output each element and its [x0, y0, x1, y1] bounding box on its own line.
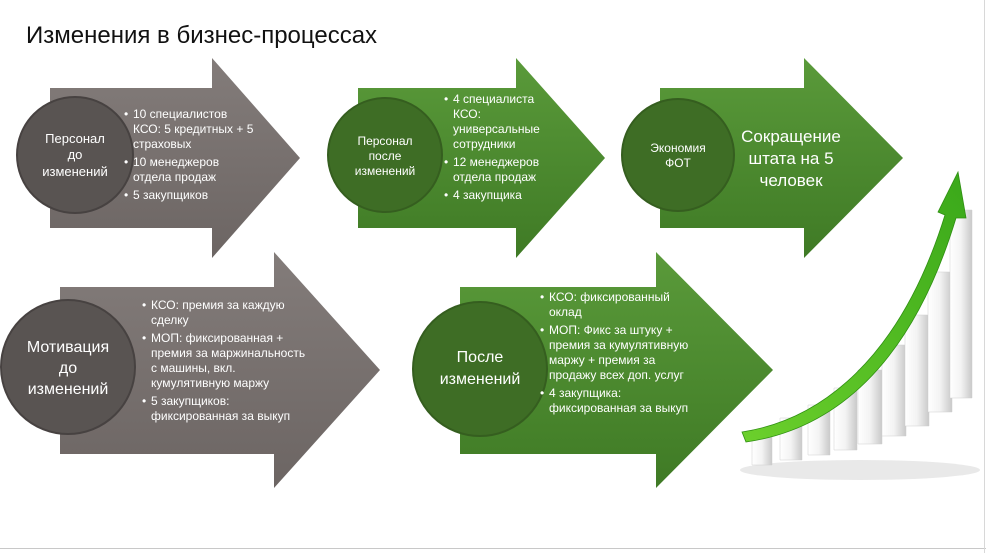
list-item-text: МОП: фиксированная + премия за маржиналь…: [151, 331, 306, 390]
list-item: 5 закупщиков: [124, 188, 256, 203]
slide-bottom-border: [0, 548, 986, 549]
slide-right-border: [984, 0, 985, 553]
circle-personnel-after: [327, 97, 443, 213]
list-item: 4 закупщика: фиксированная за выкуп: [540, 386, 690, 416]
list-item: 10 менеджеров отдела продаж: [124, 155, 256, 185]
list-item: 4 закупщика: [444, 188, 548, 203]
motivation-before-text: Мотивация до изменений: [26, 339, 110, 398]
staff-reduction-text: Сокращение штата на 5 человек: [741, 127, 841, 190]
circle-motivation-before: [0, 299, 136, 435]
motivation-after-list: КСО: фиксированный оклад МОП: Фикс за шт…: [540, 290, 690, 419]
growth-chart-illustration: [740, 170, 980, 480]
motivation-before-label: Мотивация до изменений: [6, 337, 130, 400]
personnel-before-text: Персонал до изменений: [42, 131, 108, 179]
savings-label: Экономия ФОТ: [632, 141, 724, 171]
personnel-after-label: Персонал после изменений: [333, 134, 437, 179]
savings-text: Экономия ФОТ: [650, 141, 706, 170]
list-item: 4 специалиста КСО: универсальные сотрудн…: [444, 92, 548, 152]
circle-savings: [621, 98, 735, 212]
list-item: КСО: фиксированный оклад: [540, 290, 690, 320]
page-title: Изменения в бизнес-процессах: [26, 22, 378, 49]
motivation-before-list: КСО: премия за каждую сделку МОП: фиксир…: [142, 298, 307, 427]
arrow-savings: [660, 58, 903, 258]
list-item: МОП: фиксированная + премия за маржиналь…: [142, 331, 307, 391]
list-item: 12 менеджеров отдела продаж: [444, 155, 548, 185]
list-item: 10 специалистов КСО: 5 кредитных + 5 стр…: [124, 107, 256, 152]
motivation-after-label: После изменений: [416, 347, 544, 391]
personnel-after-list: 4 специалиста КСО: универсальные сотрудн…: [444, 92, 548, 206]
personnel-before-list: 10 специалистов КСО: 5 кредитных + 5 стр…: [124, 107, 256, 206]
list-item: 5 закупщиков: фиксированная за выкуп: [142, 394, 307, 424]
personnel-after-text: Персонал после изменений: [354, 134, 416, 178]
list-item: МОП: Фикс за штуку + премия за кумулятив…: [540, 323, 690, 383]
personnel-before-label: Персонал до изменений: [22, 131, 128, 180]
motivation-after-text: После изменений: [439, 349, 521, 388]
list-item: КСО: премия за каждую сделку: [142, 298, 307, 328]
